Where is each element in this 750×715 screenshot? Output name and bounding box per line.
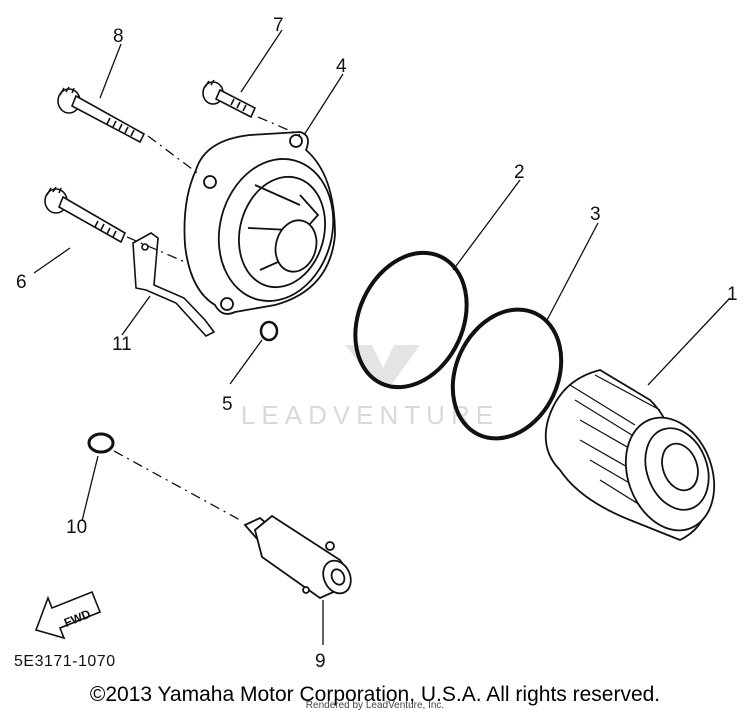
callout-8: 8 bbox=[113, 26, 124, 47]
o-ring-part-3 bbox=[450, 307, 564, 441]
assembly-lines bbox=[113, 116, 301, 521]
callout-4: 4 bbox=[336, 56, 347, 77]
watermark-text: LEADVENTURE bbox=[241, 400, 499, 430]
callout-3: 3 bbox=[590, 204, 601, 225]
rendered-by-note: Rendered by LeadVenture, Inc. bbox=[305, 700, 445, 711]
callout-9: 9 bbox=[315, 651, 326, 672]
forward-arrow-icon: FWD bbox=[34, 590, 102, 640]
callout-1: 1 bbox=[727, 284, 738, 305]
o-ring-part-2 bbox=[353, 250, 469, 390]
relief-valve-part-9 bbox=[243, 514, 352, 600]
callout-6: 6 bbox=[16, 272, 27, 293]
oil-filter-element-part-1 bbox=[544, 369, 716, 541]
bolt-part-7 bbox=[202, 79, 257, 119]
oil-filter-cover-part-4 bbox=[183, 131, 336, 315]
leadventure-watermark: LEADVENTURE bbox=[241, 345, 499, 430]
leadventure-logo-mark bbox=[345, 345, 420, 384]
callout-11: 11 bbox=[112, 334, 132, 355]
diagram-part-number: 5E3171-1070 bbox=[14, 653, 116, 670]
callout-7: 7 bbox=[273, 15, 284, 36]
o-ring-part-10 bbox=[87, 432, 115, 454]
callout-2: 2 bbox=[514, 162, 525, 183]
bolt-part-6 bbox=[44, 186, 127, 244]
bolt-part-8 bbox=[57, 86, 146, 144]
copyright-notice: ©2013 Yamaha Motor Corporation, U.S.A. A… bbox=[89, 683, 661, 706]
o-ring-part-5 bbox=[259, 320, 279, 342]
callouts: 1 2 3 4 5 6 7 8 9 10 11 bbox=[16, 15, 738, 672]
callout-5: 5 bbox=[222, 394, 233, 415]
bracket-part-11 bbox=[132, 232, 216, 337]
callout-10: 10 bbox=[66, 517, 87, 538]
leader-lines bbox=[33, 29, 731, 645]
